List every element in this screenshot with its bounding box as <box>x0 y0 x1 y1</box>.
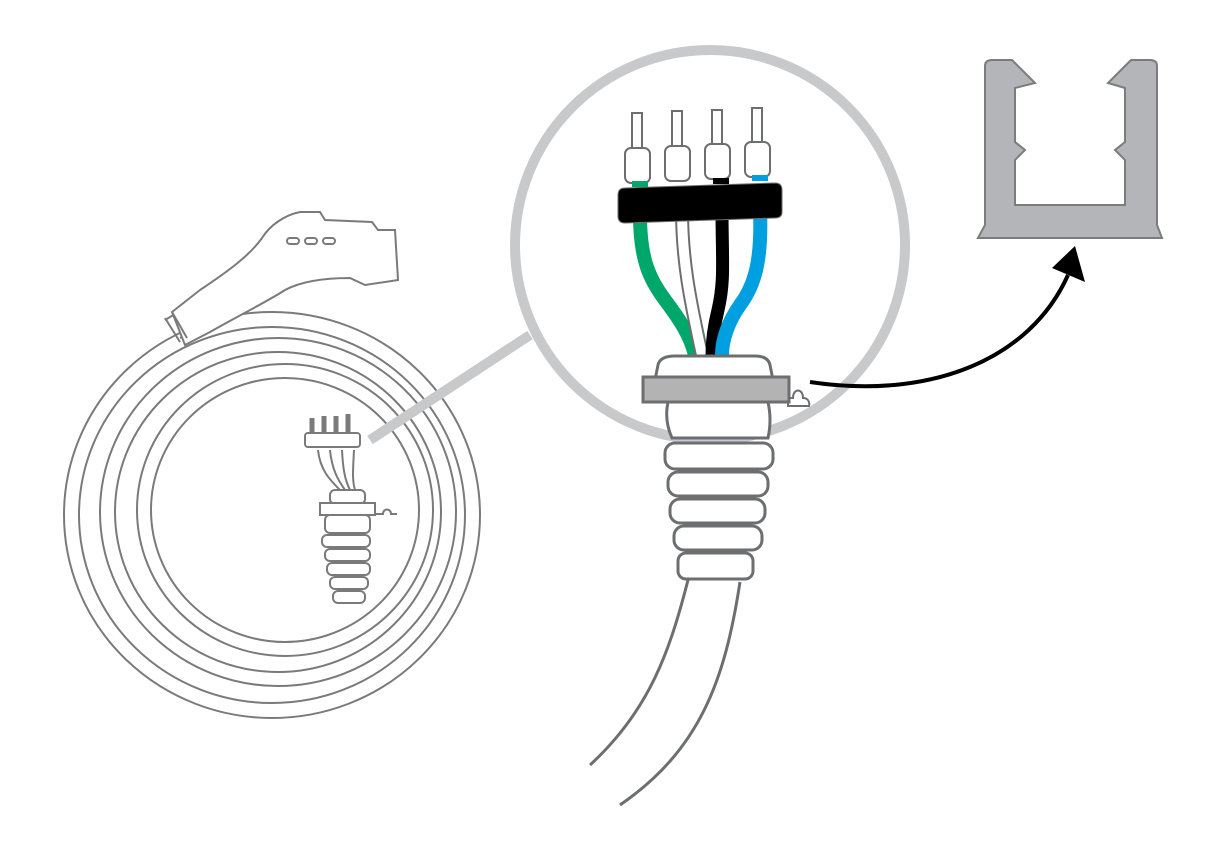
wire-band <box>617 182 783 224</box>
curved-arrow-icon <box>809 246 1085 389</box>
wire-black <box>705 209 730 356</box>
ferrules <box>624 107 771 187</box>
cable-gland <box>641 354 811 581</box>
wire-green <box>633 214 702 357</box>
u-channel-profile-icon <box>976 59 1164 239</box>
zoom-pointer-line <box>367 330 533 445</box>
wire-blue <box>715 209 768 356</box>
zoom-circle <box>510 45 910 445</box>
wires <box>633 209 768 357</box>
coiled-cable-icon <box>63 211 481 719</box>
cable-icon <box>588 579 742 807</box>
